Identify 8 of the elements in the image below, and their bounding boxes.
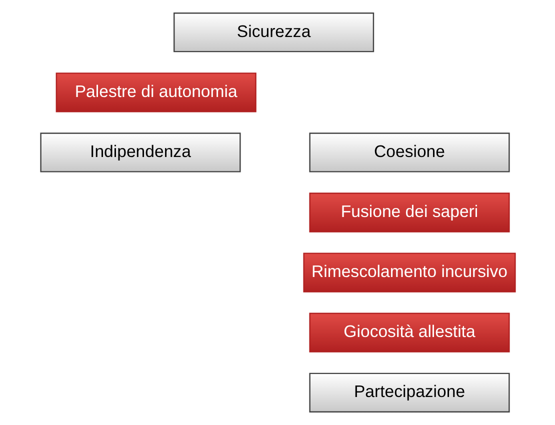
node-box: Palestre di autonomia (55, 72, 256, 112)
node-box: Fusione dei saperi (308, 192, 510, 232)
node-box: Giocosità allestita (308, 312, 510, 352)
node-box: Coesione (308, 132, 510, 172)
node-box: Indipendenza (40, 132, 240, 172)
node-box: Rimescolamento incursivo (302, 252, 516, 292)
node-box: Partecipazione (308, 372, 510, 412)
node-box: Sicurezza (173, 12, 374, 52)
